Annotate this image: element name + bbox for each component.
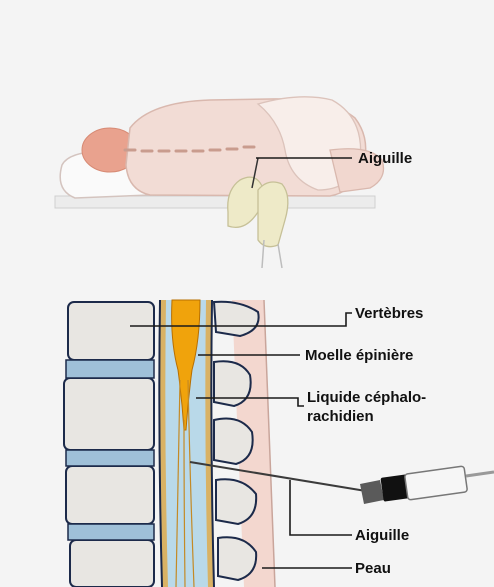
vertebral-bodies xyxy=(64,302,154,587)
spinous-process xyxy=(214,419,253,465)
vertebra-body xyxy=(68,302,154,360)
disc xyxy=(66,450,154,466)
vertebra-body xyxy=(70,540,154,587)
vertebra-body xyxy=(66,466,154,524)
vertebra-body xyxy=(64,378,154,450)
label-csf-line2: rachidien xyxy=(307,408,374,425)
needle-hub xyxy=(360,480,384,504)
label-vertebrae: Vertèbres xyxy=(355,305,423,322)
label-skin: Peau xyxy=(355,560,391,577)
label-csf-line1: Liquide céphalo- xyxy=(307,389,426,406)
label-needle-top: Aiguille xyxy=(358,150,412,167)
spinous-process xyxy=(214,361,251,406)
label-needle-bottom: Aiguille xyxy=(355,527,409,544)
exam-table xyxy=(55,196,375,208)
disc xyxy=(66,360,154,378)
disc xyxy=(68,524,154,540)
label-spinal-cord: Moelle épinière xyxy=(305,347,413,364)
